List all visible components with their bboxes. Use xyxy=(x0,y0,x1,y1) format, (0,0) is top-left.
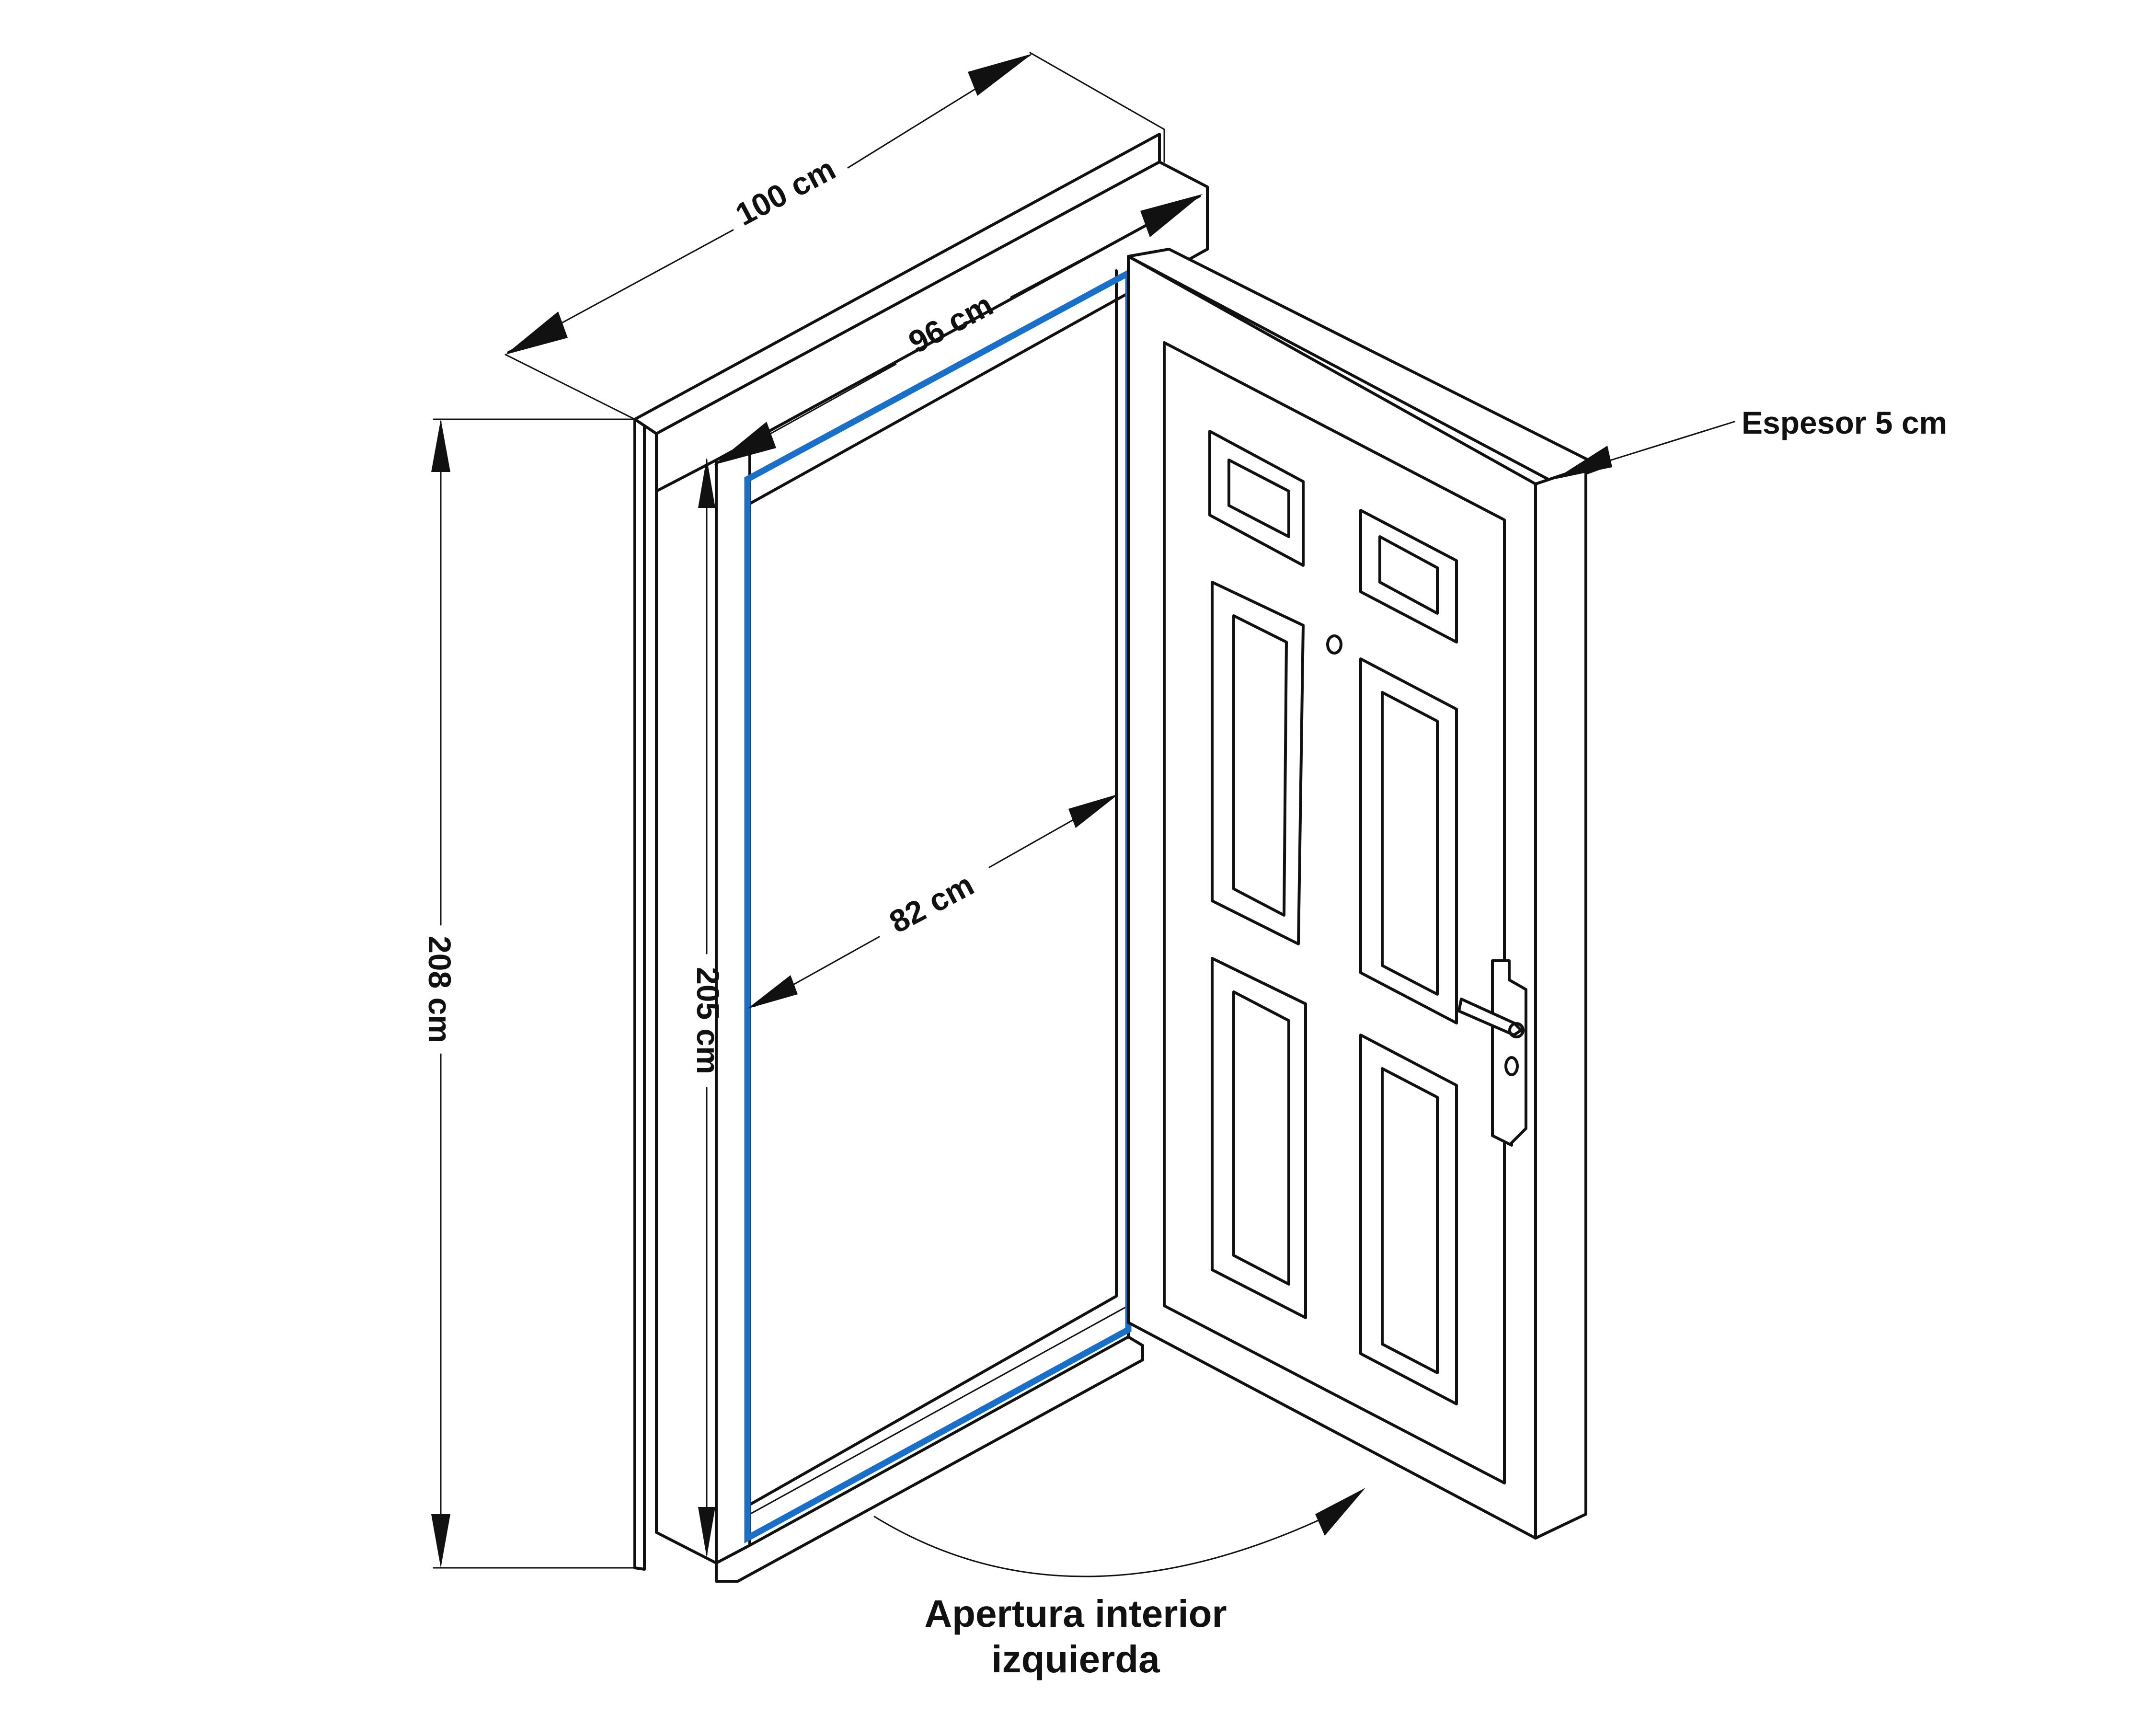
dim-205-arrow-bottom xyxy=(698,1507,715,1557)
panel-bottom-right xyxy=(1359,1034,1458,1405)
frame-outer-side-face xyxy=(633,418,646,1571)
label-thickness: Espesor 5 cm xyxy=(1742,405,1947,440)
label-outer-width: 100 cm xyxy=(730,150,841,232)
dim-100-ext-right xyxy=(1029,52,1165,130)
panel-bottom-right-inner xyxy=(1381,1067,1439,1374)
door-frame xyxy=(633,133,1209,1583)
dim-96-arrow-right xyxy=(1140,194,1203,237)
panel-bottom-left xyxy=(1211,957,1307,1319)
label-outer-height: 208 cm xyxy=(422,936,458,1043)
frame-threshold-inner xyxy=(749,1305,1129,1515)
panel-mid-left xyxy=(1211,581,1305,945)
swing-arc xyxy=(873,1511,1338,1577)
swing-arrowhead xyxy=(1315,1488,1365,1536)
dim-82-arrow-right xyxy=(1068,794,1119,828)
keyhole-icon xyxy=(1504,1056,1519,1076)
handle-rose xyxy=(1508,1022,1525,1038)
dim-208-arrow-top xyxy=(431,419,450,472)
curved-swing-arrow-icon xyxy=(873,1488,1365,1577)
dim-100-ext-left xyxy=(505,354,636,420)
door-face-inset xyxy=(1163,341,1506,1484)
dim-82-arrow-left xyxy=(747,975,798,1009)
frame-threshold xyxy=(715,1335,1144,1583)
label-inner-height: 205 cm xyxy=(690,967,726,1074)
door-lock-edge xyxy=(1534,466,1587,1540)
panel-top-left-inner xyxy=(1227,459,1290,538)
peephole-icon xyxy=(1326,634,1342,655)
dim-100-arrow-left xyxy=(505,311,568,355)
panel-top-left xyxy=(1208,430,1305,567)
dim-208-arrow-bottom xyxy=(431,1514,450,1568)
label-opening-type-line2: izquierda xyxy=(991,1638,1160,1680)
thickness-leader xyxy=(1587,421,1735,468)
panel-mid-right-inner xyxy=(1381,691,1439,996)
door-panels xyxy=(1208,430,1458,1405)
frame-top-jamb-inner-edge xyxy=(715,217,1161,461)
door-leaf xyxy=(1127,248,1604,1540)
panel-top-right-inner xyxy=(1378,535,1439,615)
frame-hinge-jamb xyxy=(748,269,1118,1506)
thickness-arrow xyxy=(1555,446,1612,479)
panel-bottom-left-inner xyxy=(1232,990,1290,1286)
lock-plate xyxy=(1491,959,1527,1147)
panel-mid-left-inner xyxy=(1232,614,1288,917)
label-clear-opening: 82 cm xyxy=(883,866,979,940)
panel-mid-right xyxy=(1359,657,1458,1024)
dimension-lines xyxy=(431,52,1735,1569)
door-handle xyxy=(1457,959,1527,1147)
dim-100-arrow-right xyxy=(968,54,1032,96)
panel-top-right xyxy=(1359,509,1458,644)
label-opening-type-line1: Apertura interior xyxy=(924,1592,1227,1635)
lever-handle xyxy=(1457,998,1523,1036)
dim-96-arrow-left xyxy=(714,422,776,465)
dim-205-arrow-top xyxy=(698,458,715,508)
